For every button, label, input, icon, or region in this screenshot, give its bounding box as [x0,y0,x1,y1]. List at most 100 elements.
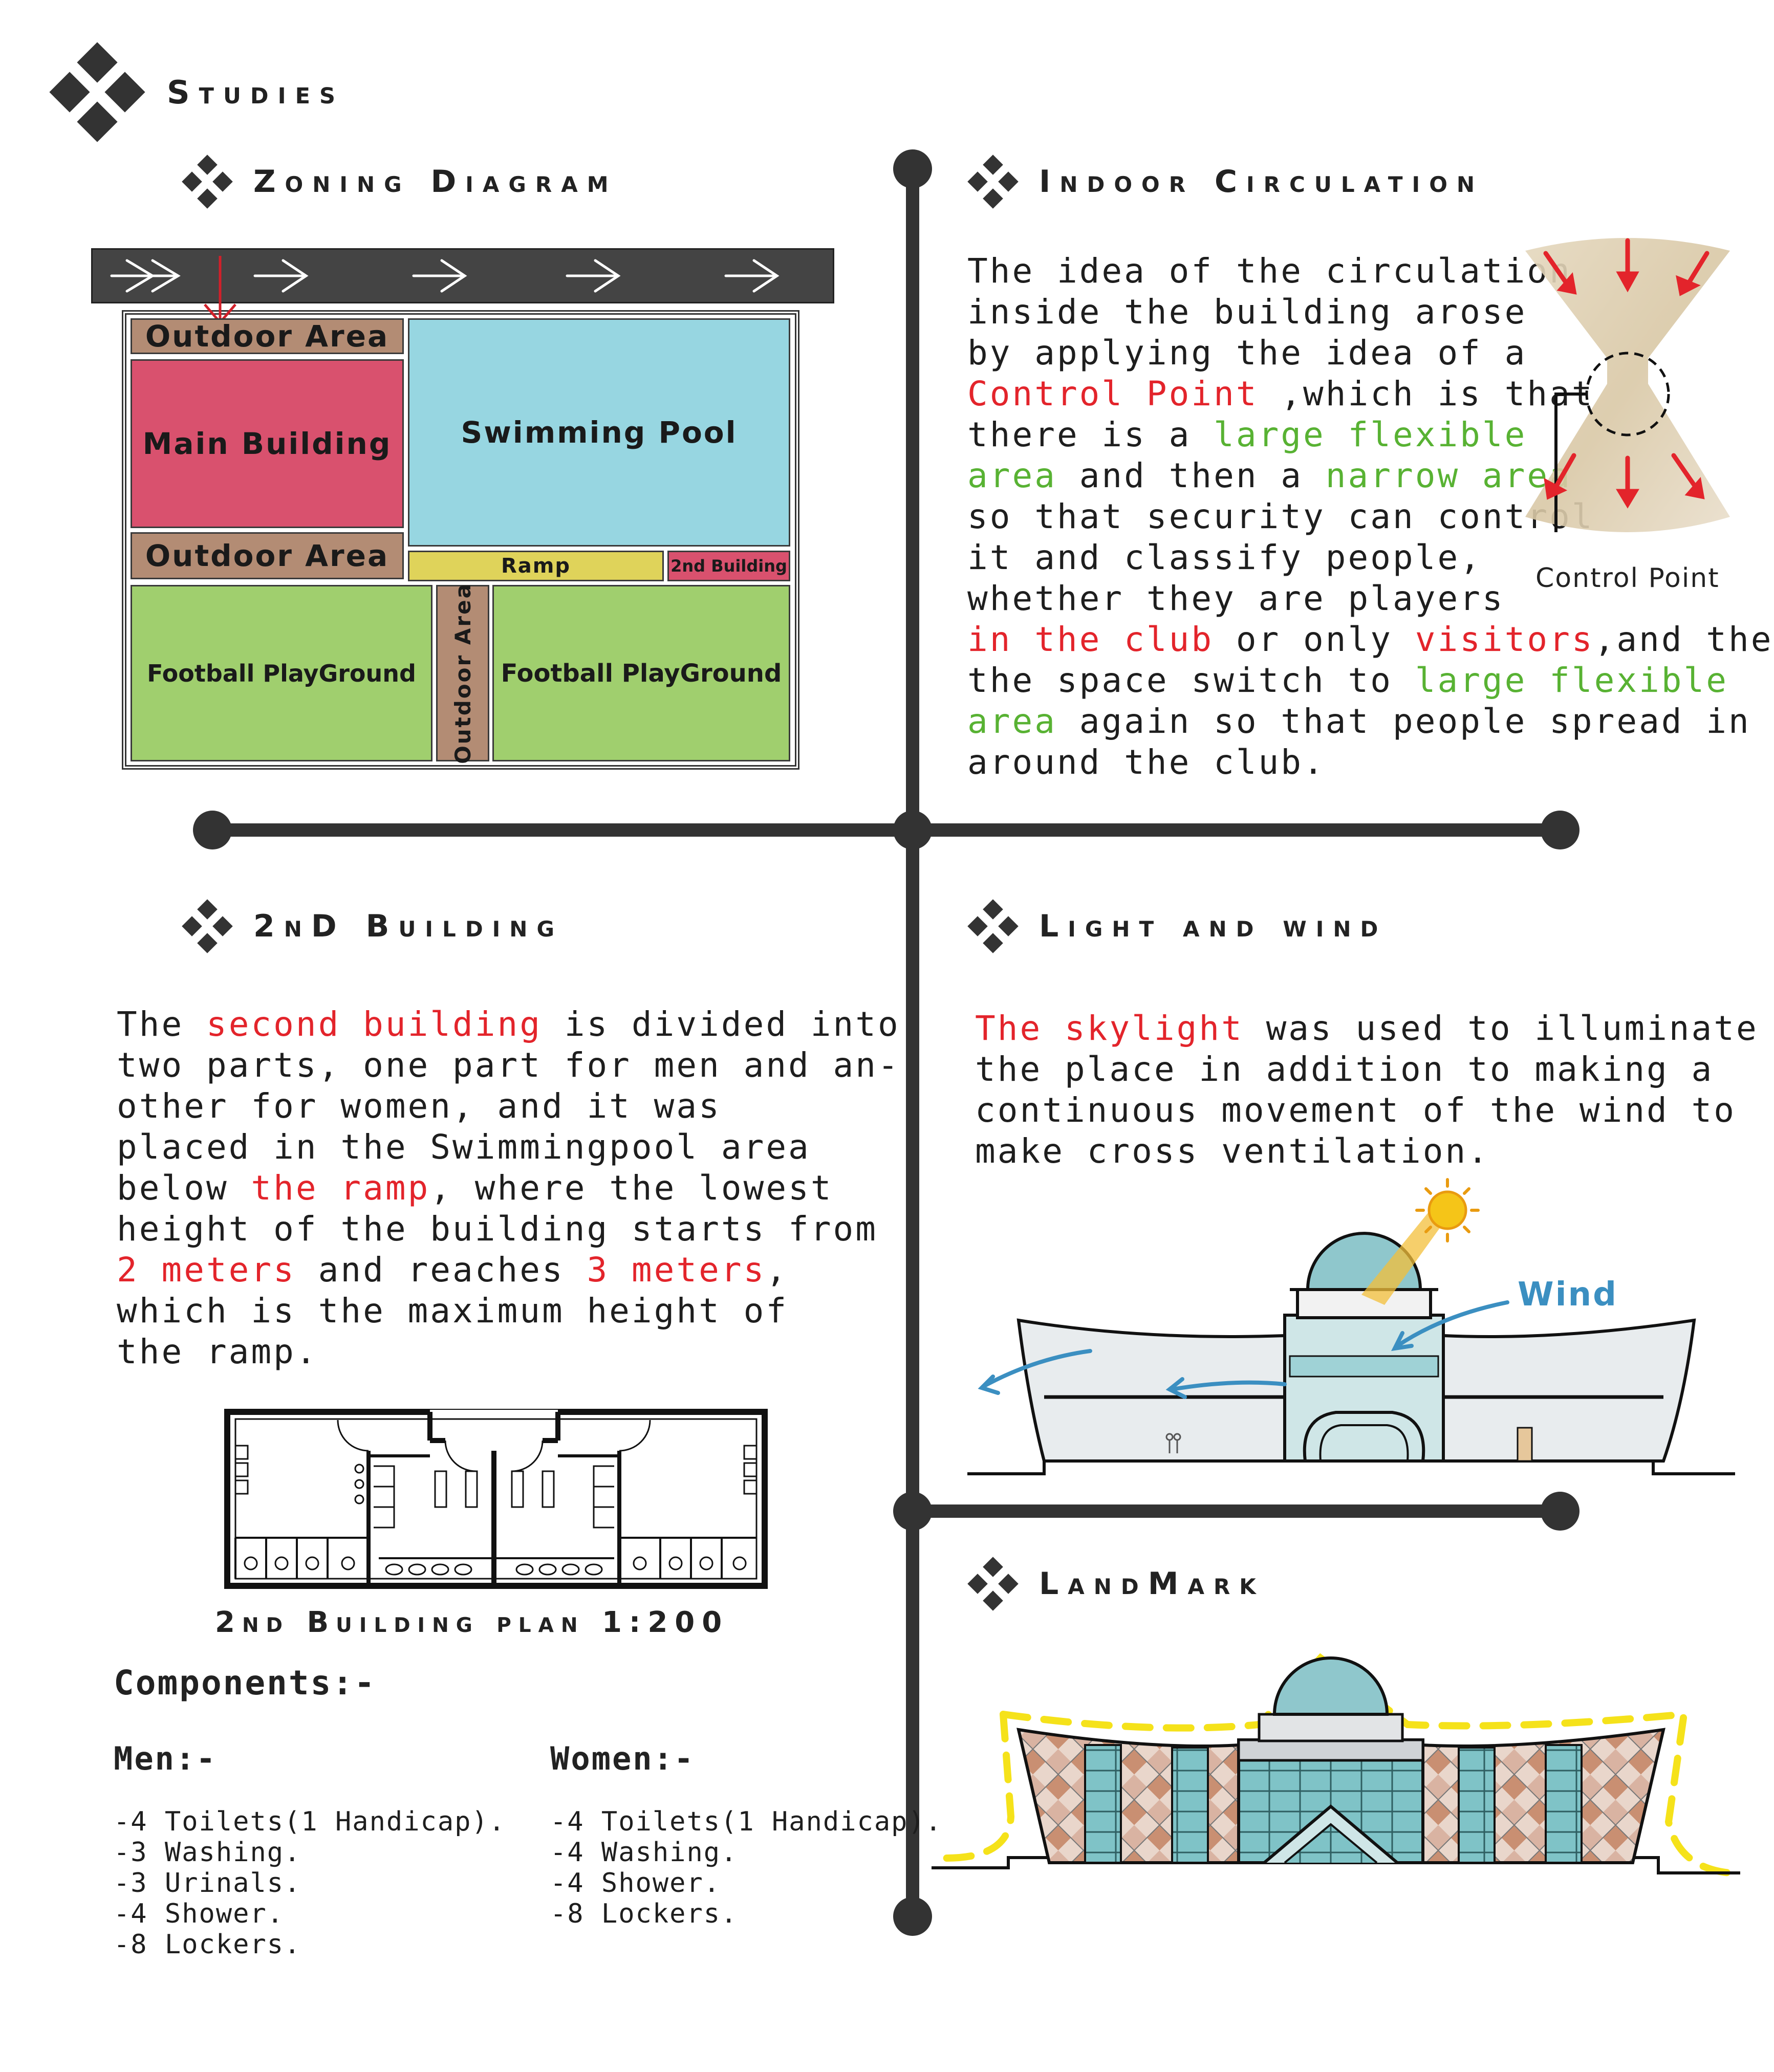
text-run: The idea of the circulation [967,251,1572,291]
paragraph-line: two parts, one part for men and an- [117,1045,900,1086]
women-item: -4 Washing. [550,1837,738,1868]
diamond-cluster-icon [182,155,233,209]
landmark-heading-text: LandMark [1039,1566,1265,1602]
men-title: Men:- [114,1740,217,1777]
control-point-diagram [1525,238,1730,532]
second-building-heading: 2nD Building [182,899,564,953]
women-item: -8 Lockers. [550,1899,738,1929]
sun-icon [1415,1178,1480,1242]
paragraph-line: there is a large flexible [967,415,1774,455]
paragraph-line: which is the maximum height of [117,1291,900,1332]
text-run: whether they are players [967,579,1505,618]
zone-football-right: Football PlayGround [492,585,790,761]
axis-node [1541,1492,1580,1531]
highlight-text: 2 meters [117,1250,296,1290]
text-run: there is a [967,415,1214,454]
text-run: the ramp. [117,1332,318,1371]
highlight-text: large flexible [1415,661,1729,700]
zone-outdoor-vertical: Outdoor Area [436,582,489,764]
second-building-plan [224,1409,768,1589]
zoning-heading: Zoning Diagram [182,155,618,209]
highlight-text: 3 meters [587,1250,766,1290]
highlight-text: Control Point [967,374,1259,413]
second-building-heading-text: 2nD Building [253,908,564,944]
axis-node [893,149,932,188]
zone-outdoor-top: Outdoor Area [131,318,404,354]
zone-main-building: Main Building [131,359,404,528]
text-run: below [117,1168,251,1208]
text-run: which is the maximum height of [117,1291,789,1331]
paragraph-line: continuous movement of the wind to [975,1090,1759,1131]
diamond-cluster-icon [182,899,233,953]
text-run: again so that people spread in [1056,702,1751,741]
landmark-heading: LandMark [967,1557,1265,1611]
highlight-text: the ramp [251,1168,430,1208]
light-wind-section-drawing [967,1178,1735,1475]
text-run: by applying the idea of a [967,333,1527,373]
axis-node [893,1492,932,1531]
plan-caption: 2nd Building plan 1:200 [215,1606,729,1639]
paragraph-line: inside the building arose [967,292,1774,333]
paragraph-line: around the club. [967,742,1774,783]
men-item: -3 Urinals. [114,1868,301,1899]
main-heading-text: Studies [167,73,344,111]
axis-node [193,811,232,849]
text-run: so that security can control [967,497,1594,536]
light-wind-heading: Light and wind [967,899,1388,953]
text-run: ,which is that [1258,374,1594,413]
text-run: the space switch to [967,661,1415,700]
women-item: -4 Toilets(1 Handicap). [550,1806,943,1837]
zone-football-left: Football PlayGround [131,585,432,761]
paragraph-line: below the ramp, where the lowest [117,1168,900,1209]
diamond-cluster-icon [49,42,145,142]
text-run: ,and then [1594,620,1774,659]
highlight-text: large flexible [1214,415,1527,454]
components-title: Components:- [114,1663,376,1703]
control-point-label: Control Point [1535,563,1720,594]
paragraph-line: area and then a narrow area [967,455,1774,496]
men-item: -3 Washing. [114,1837,301,1868]
paragraph-line: make cross ventilation. [975,1131,1759,1172]
paragraph-line: other for women, and it was [117,1086,900,1127]
text-run: placed in the Swimmingpool area [117,1127,811,1167]
highlight-text: in the club [967,620,1214,659]
diamond-cluster-icon [967,155,1019,209]
paragraph-line: The skylight was used to illuminate [975,1008,1759,1049]
wind-label: Wind [1518,1276,1618,1314]
text-run: and reaches [295,1250,587,1290]
men-item: -4 Toilets(1 Handicap). [114,1806,506,1837]
text-run: , [766,1250,789,1290]
paragraph-line: whether they are players [967,578,1774,619]
paragraph-line: Control Point ,which is that [967,374,1774,415]
paragraph-line: area again so that people spread in [967,701,1774,742]
paragraph-line: The second building is divided into [117,1004,900,1045]
axis-node [1541,811,1580,849]
text-run: other for women, and it was [117,1086,721,1126]
diamond-cluster-icon [967,1557,1019,1611]
text-run: or only [1214,620,1415,659]
paragraph-line: in the club or only visitors,and then [967,619,1774,660]
landmark-elevation-drawing [928,1653,1740,1877]
women-item: -4 Shower. [550,1868,721,1899]
zone-swimming-pool: Swimming Pool [408,318,790,547]
text-run: the place in addition to making a [975,1050,1714,1089]
paragraph-line: 2 meters and reaches 3 meters, [117,1250,900,1291]
text-run: is divided into [542,1005,900,1044]
highlight-text: area [967,702,1057,741]
text-run: was used to illuminate [1243,1009,1759,1048]
paragraph-line: the space switch to large flexible [967,660,1774,701]
indoor-heading: Indoor Circulation [967,155,1484,209]
paragraph-line: height of the building starts from [117,1209,900,1250]
zone-outdoor-vertical-label: Outdoor Area [450,582,475,764]
text-run: inside the building arose [967,292,1527,332]
text-run: , where the lowest [430,1168,833,1208]
paragraph-line: it and classify people, [967,537,1774,578]
text-run: The [117,1005,206,1044]
paragraph-line: The idea of the circulation [967,251,1774,292]
light-wind-heading-text: Light and wind [1039,908,1388,944]
text-run: two parts, one part for men and an- [117,1045,900,1085]
zoning-heading-text: Zoning Diagram [253,164,618,200]
